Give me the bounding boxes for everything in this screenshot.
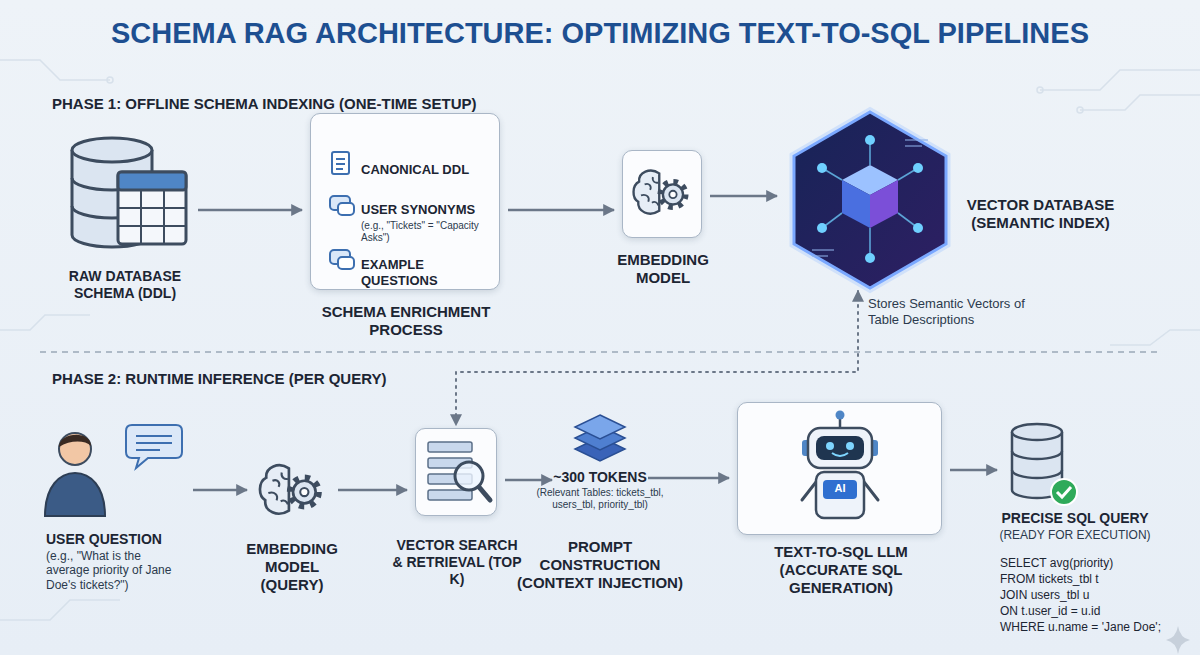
node-text: VECTOR SEARCH & RETRIEVAL (TOP K) <box>392 537 522 587</box>
node-text: EMBEDDING MODEL <box>599 251 727 287</box>
node-text: (Relevant Tables: tickets_tbl, users_tbl… <box>535 487 665 511</box>
embedding-icon <box>634 171 686 214</box>
flow-arrow <box>508 209 614 212</box>
flow-arrow <box>338 489 407 492</box>
prompt-construction: ~300 TOKENS(Relevant Tables: tickets_tbl… <box>560 412 640 467</box>
user-question: USER QUESTION(e.g., "What is the average… <box>40 422 185 522</box>
node-text: FROM tickets_tbl t <box>1000 572 1170 586</box>
annotation-label: PHASE 1: OFFLINE SCHEMA INDEXING (ONE-TI… <box>52 95 752 113</box>
node-text: VECTOR DATABASE (SEMANTIC INDEX) <box>958 196 1123 232</box>
node-text: (READY FOR EXECUTION) <box>985 528 1165 542</box>
result-database-icon <box>1012 424 1077 505</box>
diagram-title: SCHEMA RAG ARCHITECTURE: OPTIMIZING TEXT… <box>0 16 1200 51</box>
dotted-connector <box>456 291 858 425</box>
flow-arrow <box>648 477 729 480</box>
node-text: TEXT-TO-SQL LLM (ACCURATE SQL GENERATION… <box>766 543 916 597</box>
node-text: ~300 TOKENS <box>525 469 675 486</box>
token-stack-icon <box>575 415 625 461</box>
embedding-icon <box>260 465 319 513</box>
annotation-label: PHASE 2: RUNTIME INFERENCE (PER QUERY) <box>52 370 752 388</box>
node-text: PROMPT CONSTRUCTION (CONTEXT INJECTION) <box>510 538 690 592</box>
search-box: VECTOR SEARCH & RETRIEVAL (TOP K) <box>415 428 497 516</box>
node-text: CANONICAL DDL <box>361 162 496 178</box>
flow-arrow <box>198 209 302 212</box>
node-text: SCHEMA ENRICHMENT PROCESS <box>296 303 516 339</box>
llm-box: TEXT-TO-SQL LLM (ACCURATE SQL GENERATION… <box>737 402 942 535</box>
user-icon <box>45 425 182 516</box>
node-text: USER QUESTION <box>46 531 206 548</box>
node-text: EMBEDDING MODEL (QUERY) <box>236 540 348 594</box>
flow-arrow <box>710 195 777 198</box>
node-text: RAW DATABASE SCHEMA (DDL) <box>45 268 205 302</box>
flow-arrow <box>505 479 552 482</box>
node-text: JOIN users_tbl u <box>1000 588 1170 602</box>
node-text: PRECISE SQL QUERY <box>985 510 1165 527</box>
database-icon <box>72 138 186 247</box>
annotation-label: Stores Semantic Vectors of Table Descrip… <box>868 296 1043 327</box>
node-text: ON t.user_id = u.id <box>1000 604 1170 618</box>
node-text: USER SYNONYMS <box>361 202 496 218</box>
node-text: SELECT avg(priority) <box>1000 556 1170 570</box>
robot-icon <box>802 411 878 519</box>
search-icon <box>428 442 490 500</box>
flow-arrow <box>193 489 247 492</box>
query-embedding: EMBEDDING MODEL (QUERY) <box>255 455 330 527</box>
node-text: WHERE u.name = 'Jane Doe'; <box>1000 620 1170 634</box>
node-text: EXAMPLE QUESTIONS <box>361 257 496 288</box>
circuit-lines <box>0 60 1200 620</box>
flow-arrow <box>950 469 997 472</box>
enrichment-box: CANONICAL DDL USER SYNONYMS (e.g., "Ticket… <box>310 113 500 290</box>
node-text: (e.g., "What is the average priority of … <box>46 549 186 592</box>
phase-separator <box>40 351 1160 353</box>
source-schema: RAW DATABASE SCHEMA (DDL) <box>65 135 190 255</box>
vector-database-hexagon <box>794 112 946 288</box>
embedding-box: EMBEDDING MODEL <box>622 150 702 238</box>
vector-database: VECTOR DATABASE (SEMANTIC INDEX) <box>785 112 955 288</box>
enrichment-icons <box>330 152 354 269</box>
node-text: (e.g., "Tickets" = "Capacity Asks") <box>361 220 499 244</box>
sql-output: PRECISE SQL QUERY(READY FOR EXECUTION)SE… <box>1005 418 1080 506</box>
watermark-sparkle <box>1166 626 1190 654</box>
